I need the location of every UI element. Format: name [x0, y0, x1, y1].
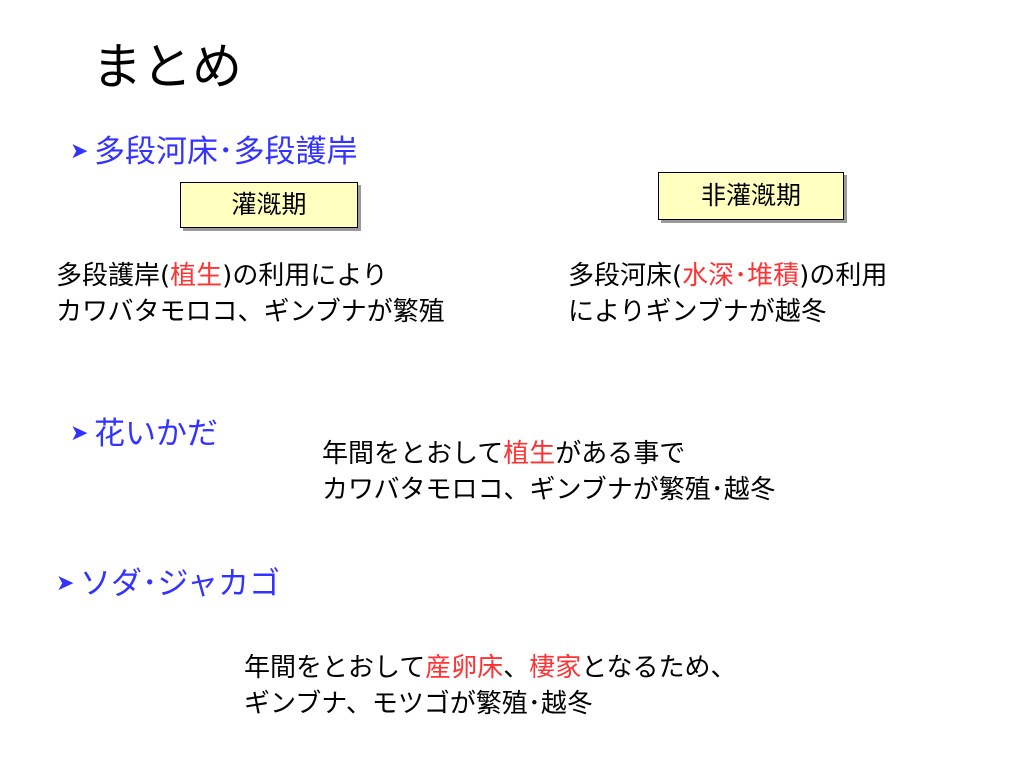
highlight-spawning-bed: 産卵床 — [425, 653, 504, 683]
highlight-vegetation: 植生 — [170, 261, 223, 291]
highlight-habitat: 棲家 — [529, 653, 582, 683]
bullet-brushwood-gabion: ➤ソダ･ジャカゴ — [56, 564, 280, 604]
flower-raft-description: 年間をとおして植生がある事で カワバタモロコ、ギンブナが繁殖･越冬 — [322, 436, 776, 508]
non-irrigation-description: 多段河床(水深･堆積)の利用 によりギンブナが越冬 — [568, 258, 887, 330]
highlight-depth-deposit: 水深･堆積 — [682, 261, 800, 291]
label-non-irrigation-period: 非灌漑期 — [658, 172, 844, 220]
bullet-label: 多段河床･多段護岸 — [94, 134, 358, 170]
bullet-label: ソダ･ジャカゴ — [80, 566, 280, 602]
arrow-bullet-icon: ➤ — [70, 421, 89, 446]
brushwood-gabion-line-1: 年間をとおして産卵床、棲家となるため、 — [244, 653, 737, 683]
slide-title: まとめ — [92, 38, 242, 96]
non-irrigation-line-2: によりギンブナが越冬 — [568, 297, 827, 327]
brushwood-gabion-description: 年間をとおして産卵床、棲家となるため、 ギンブナ、モツゴが繁殖･越冬 — [244, 650, 737, 722]
irrigation-description: 多段護岸(植生)の利用により カワバタモロコ、ギンブナが繁殖 — [56, 258, 445, 330]
bullet-flower-raft: ➤花いかだ — [70, 414, 218, 454]
arrow-bullet-icon: ➤ — [70, 139, 89, 164]
flower-raft-line-1: 年間をとおして植生がある事で — [322, 439, 686, 469]
irrigation-line-2: カワバタモロコ、ギンブナが繁殖 — [56, 297, 445, 327]
label-irrigation-period: 灌漑期 — [180, 182, 358, 228]
flower-raft-line-2: カワバタモロコ、ギンブナが繁殖･越冬 — [322, 475, 776, 505]
non-irrigation-line-1: 多段河床(水深･堆積)の利用 — [568, 261, 888, 291]
highlight-vegetation: 植生 — [503, 439, 556, 469]
arrow-bullet-icon: ➤ — [56, 571, 75, 596]
bullet-label: 花いかだ — [94, 416, 218, 452]
irrigation-line-1: 多段護岸(植生)の利用により — [56, 261, 388, 291]
brushwood-gabion-line-2: ギンブナ、モツゴが繁殖･越冬 — [244, 689, 593, 719]
bullet-tiered-riverbed: ➤多段河床･多段護岸 — [70, 132, 358, 172]
